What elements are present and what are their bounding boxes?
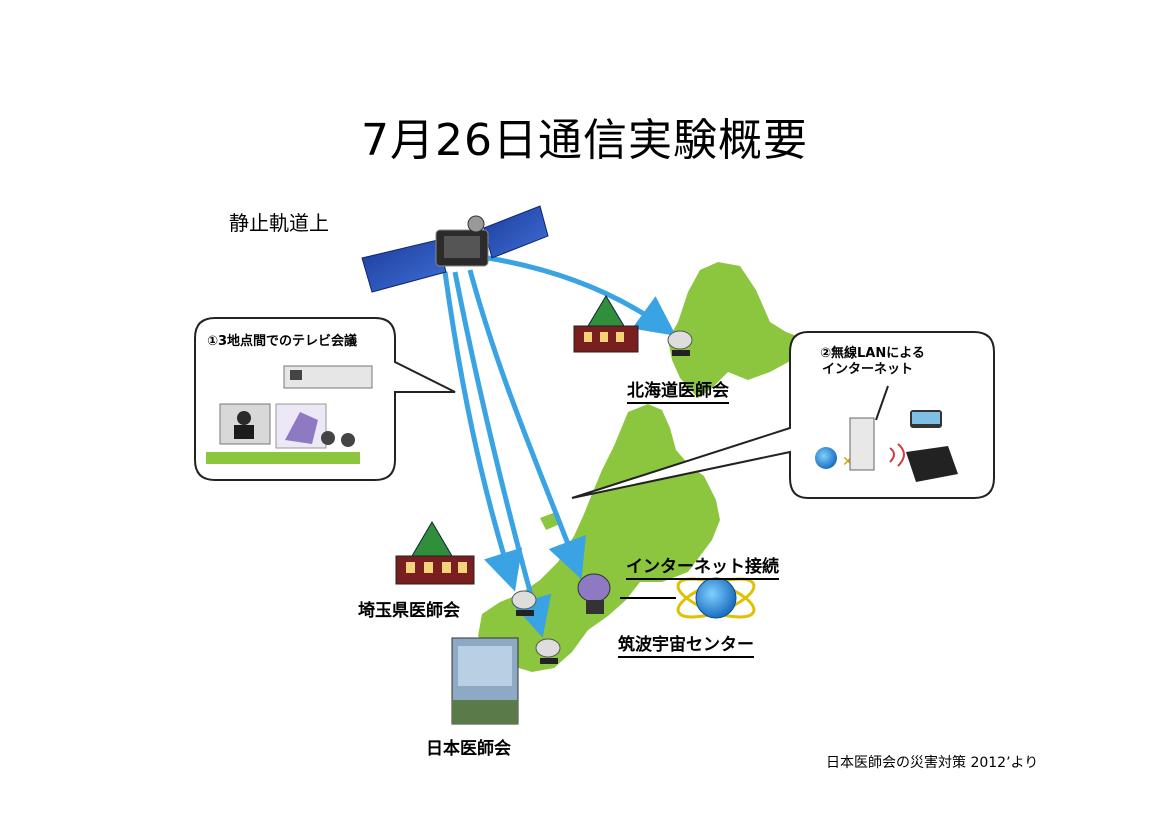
label-jma: 日本医師会 <box>426 739 511 759</box>
label-hokkaido: 北海道医師会 <box>627 376 729 404</box>
label-internet-connection: インターネット接続 <box>626 552 779 580</box>
page-title: 7月26日通信実験概要 <box>361 115 808 166</box>
callout-right-title-line2: インターネット <box>822 362 914 377</box>
satellite-dish-icon <box>511 590 537 616</box>
label-tsukuba: 筑波宇宙センター <box>618 630 754 658</box>
footnote: 日本医師会の災害対策 2012’より <box>826 755 1039 771</box>
callout-right-frame <box>571 331 995 499</box>
link-arrow-tsukuba <box>467 269 587 580</box>
link-arrow-saitama <box>442 271 523 592</box>
hokkaido-building-icon <box>573 295 639 353</box>
callout-left-title: ①3地点間でのテレビ会議 <box>207 334 358 349</box>
internet-globe-icon <box>676 577 756 619</box>
tsukuba-antenna-icon <box>577 573 611 614</box>
saitama-building-icon <box>395 521 475 585</box>
callout-right-title-line1: ②無線LANによる <box>820 346 925 361</box>
link-arrow-hokkaido <box>487 255 677 336</box>
orbit-label: 静止軌道上 <box>229 211 329 235</box>
satellite-dish-icon <box>667 330 693 356</box>
jma-building-icon <box>451 637 519 725</box>
label-saitama: 埼玉県医師会 <box>358 601 460 621</box>
svg-text:✕: ✕ <box>842 454 854 470</box>
wireless-lan-icon: ✕ <box>815 385 958 482</box>
link-arrow-jma <box>452 271 552 638</box>
hokkaido-landmass <box>668 262 808 398</box>
video-conference-icon <box>206 365 373 464</box>
satellite-icon <box>361 205 549 293</box>
satellite-dish-icon <box>535 638 561 664</box>
